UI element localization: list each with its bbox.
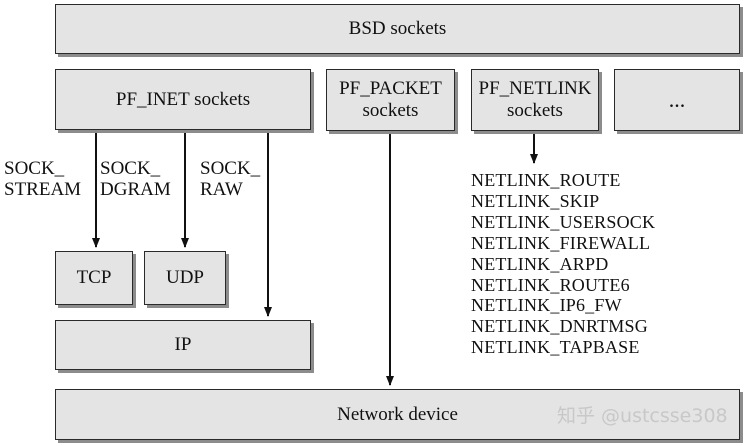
netlink-protocol-item: NETLINK_SKIP xyxy=(471,190,600,211)
bsd-sockets-box: BSD sockets xyxy=(55,4,740,54)
tcp-box: TCP xyxy=(55,251,133,305)
netlink-protocol-item: NETLINK_IP6_FW xyxy=(471,295,622,316)
sock-stream-label: SOCK_ STREAM xyxy=(4,158,82,200)
watermark-text: 知乎 @ustcsse308 xyxy=(557,405,728,427)
netlink-protocol-item: NETLINK_USERSOCK xyxy=(471,211,656,232)
udp-label: UDP xyxy=(165,267,204,288)
netlink-protocol-item: NETLINK_ROUTE xyxy=(471,170,621,190)
network-device-box: Network device xyxy=(55,389,740,440)
pf-inet-sockets-box: PF_INET sockets xyxy=(55,69,311,130)
netlink-protocol-item: NETLINK_ARPD xyxy=(471,253,609,274)
pf-inet-sockets-label: PF_INET sockets xyxy=(115,88,251,110)
other-sockets-ellipsis: ... xyxy=(668,87,686,112)
ip-label: IP xyxy=(174,334,192,355)
netlink-protocol-item: NETLINK_DNRTMSG xyxy=(471,316,648,337)
network-device-label: Network device xyxy=(337,403,458,425)
tcp-label: TCP xyxy=(76,267,112,288)
netlink-protocol-item: NETLINK_TAPBASE xyxy=(471,337,640,358)
pf-netlink-sockets-label: PF_NETLINK sockets xyxy=(478,78,592,121)
netlink-protocol-list: NETLINK_ROUTE NETLINK_SKIP NETLINK_USERS… xyxy=(471,170,655,358)
sock-raw-label: SOCK_ RAW xyxy=(200,158,261,200)
other-sockets-box: ... xyxy=(614,69,740,131)
netlink-protocol-item: NETLINK_ROUTE6 xyxy=(471,274,630,295)
udp-box: UDP xyxy=(144,251,226,305)
pf-packet-sockets-box: PF_PACKET sockets xyxy=(326,69,455,131)
pf-packet-sockets-label: PF_PACKET sockets xyxy=(339,78,442,121)
ip-box: IP xyxy=(55,320,311,370)
bsd-sockets-label: BSD sockets xyxy=(348,18,447,39)
pf-netlink-sockets-box: PF_NETLINK sockets xyxy=(471,69,599,131)
sock-dgram-label: SOCK_ DGRAM xyxy=(100,158,171,200)
netlink-protocol-item: NETLINK_FIREWALL xyxy=(471,232,651,253)
